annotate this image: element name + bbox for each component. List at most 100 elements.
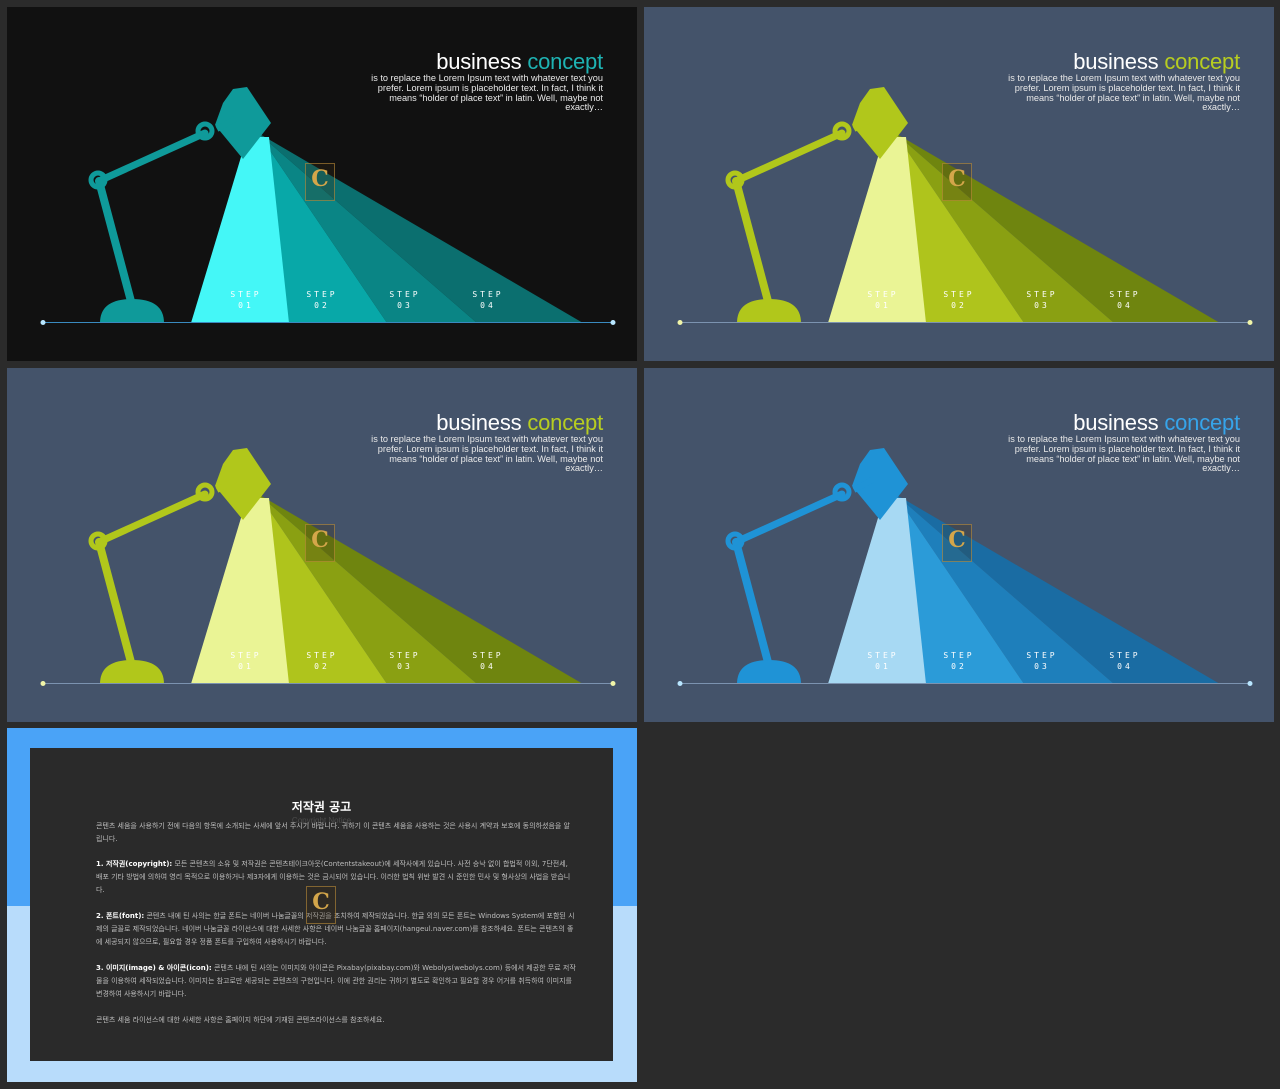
lamp-lower-arm [732, 538, 773, 670]
title-accent: concept [1164, 49, 1240, 74]
ground-dot-left [40, 681, 46, 686]
title-accent: concept [527, 410, 603, 435]
slide-title: business concept [436, 49, 603, 75]
lamp-illustration [677, 448, 1253, 686]
title-main: business [1073, 49, 1159, 74]
step-number: 02 [314, 662, 330, 671]
lamp-base [100, 660, 164, 684]
notice-intro: 콘텐츠 세움을 사용하기 전에 다음의 항목에 소개되는 사세에 앞서 주시기 … [96, 822, 570, 843]
step-word: STEP [867, 290, 899, 299]
step-number: 03 [397, 301, 413, 310]
lamp-head [852, 87, 908, 159]
step-label-3: STEP 03 [1012, 289, 1072, 311]
lamp-illustration [40, 87, 616, 325]
step-word: STEP [472, 651, 504, 660]
lamp-head [215, 87, 271, 159]
step-number: 03 [397, 662, 413, 671]
step-number: 02 [314, 301, 330, 310]
light-beam-3 [895, 133, 1024, 323]
ground-dot-right [610, 320, 616, 325]
step-number: 04 [480, 301, 496, 310]
notice-title: 저작권 공고 [291, 800, 352, 814]
watermark-logo: C [942, 163, 972, 201]
slide-title: business concept [1073, 49, 1240, 75]
light-beam-2 [258, 494, 477, 684]
ground-dot-right [1247, 320, 1253, 325]
lamp-neck [852, 477, 874, 493]
ground-dot-left [40, 320, 46, 325]
lamp-joint-top [832, 121, 852, 141]
step-word: STEP [230, 290, 262, 299]
lamp-head [852, 448, 908, 520]
section-text: 모든 콘텐츠의 소유 및 저작권은 콘텐츠테이크아웃(Contentstakeo… [96, 860, 571, 894]
light-beam-3 [258, 133, 387, 323]
light-beam-3 [895, 494, 1024, 684]
section-heading: 3. 이미지(image) & 아이콘(icon): [96, 964, 212, 972]
light-beam-1 [258, 133, 583, 323]
lamp-upper-arm [732, 490, 846, 546]
copyright-notice-slide: 저작권 공고 Copyright Notice 콘텐츠 세움을 사용하기 전에 … [7, 728, 637, 1082]
section-heading: 2. 폰트(font): [96, 912, 145, 920]
step-word: STEP [1026, 651, 1058, 660]
section-text: 콘텐츠 내에 틴 사의는 이미지와 아이콘은 Pixabay(pixabay.c… [96, 964, 576, 998]
light-beam-3 [258, 494, 387, 684]
lamp-joint-elbow [88, 531, 108, 551]
title-accent: concept [527, 49, 603, 74]
lamp-illustration [677, 87, 1253, 325]
step-word: STEP [1026, 290, 1058, 299]
lamp-head [215, 448, 271, 520]
light-beam-2 [258, 133, 477, 323]
light-beam-1 [895, 494, 1220, 684]
slide-3-lime: C business concept is to replace the Lor… [7, 368, 637, 722]
lamp-lower-arm [732, 177, 773, 309]
notice-section-image: 3. 이미지(image) & 아이콘(icon): 콘텐츠 내에 틴 사의는 … [96, 962, 576, 1001]
lamp-lower-arm [95, 177, 136, 309]
step-number: 04 [1117, 662, 1133, 671]
title-main: business [1073, 410, 1159, 435]
notice-subtitle: Copyright Notice [291, 816, 352, 825]
slide-4-blue: C business concept is to replace the Lor… [644, 368, 1274, 722]
title-main: business [436, 49, 522, 74]
watermark-logo: C [306, 886, 336, 924]
step-number: 01 [238, 662, 254, 671]
step-number: 04 [1117, 301, 1133, 310]
notice-section-copyright: 1. 저작권(copyright): 모든 콘텐츠의 소유 및 저작권은 콘텐츠… [96, 858, 576, 897]
light-beam-2 [895, 494, 1114, 684]
step-word: STEP [472, 290, 504, 299]
title-accent: concept [1164, 410, 1240, 435]
step-label-4: STEP 04 [458, 289, 518, 311]
step-number: 03 [1034, 301, 1050, 310]
light-beam-5 [828, 498, 926, 684]
slide-description: is to replace the Lorem Ipsum text with … [371, 73, 603, 113]
light-beam-5 [828, 137, 926, 323]
step-word: STEP [230, 651, 262, 660]
step-number: 02 [951, 301, 967, 310]
lamp-base [737, 299, 801, 323]
step-label-2: STEP 02 [292, 289, 352, 311]
slide-description: is to replace the Lorem Ipsum text with … [371, 434, 603, 474]
step-word: STEP [943, 651, 975, 660]
notice-section-font: 2. 폰트(font): 콘텐츠 내에 틴 사의는 한글 폰트는 네이버 나눔글… [96, 910, 576, 949]
light-beam-1 [895, 133, 1220, 323]
ground-dot-left [677, 681, 683, 686]
step-word: STEP [306, 290, 338, 299]
light-beam-5 [191, 498, 289, 684]
slide-1-teal: C business concept is to replace the Lor… [7, 7, 637, 361]
lamp-neck [215, 477, 237, 493]
lamp-joint-top [195, 482, 215, 502]
section-heading: 1. 저작권(copyright): [96, 860, 173, 868]
light-beam-1 [258, 494, 583, 684]
lamp-base [737, 660, 801, 684]
lamp-neck [852, 116, 874, 132]
notice-footer: 콘텐츠 세움 라이선스에 대한 사세한 사항은 홈페이지 하단에 기재된 콘텐츠… [96, 1016, 385, 1024]
slide-description: is to replace the Lorem Ipsum text with … [1008, 73, 1240, 113]
lamp-illustration [40, 448, 616, 686]
